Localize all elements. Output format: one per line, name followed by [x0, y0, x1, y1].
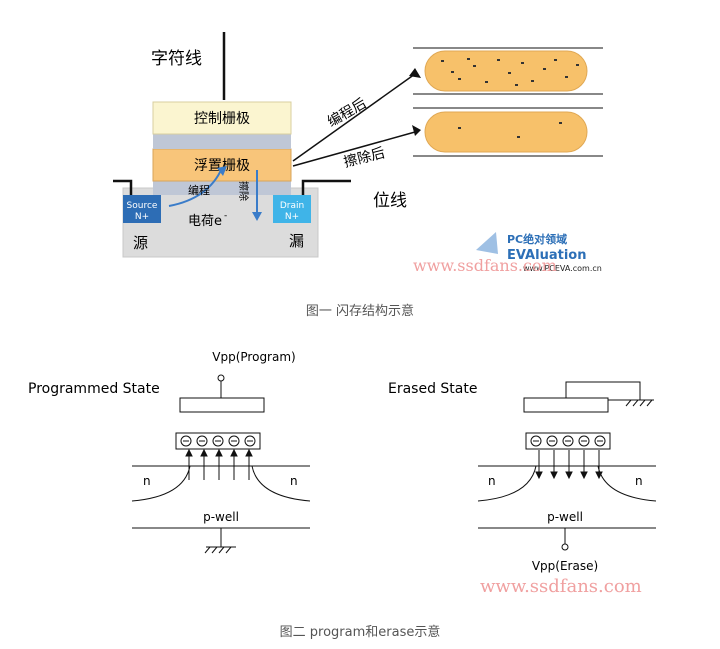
- erased-control-gate: [523, 397, 609, 413]
- vpp-program-terminal: [217, 374, 225, 382]
- pceva-logo: PC绝对领域 EVAluation www.PCEVA.com.cn: [476, 232, 602, 273]
- programmed-electrons: [441, 58, 579, 86]
- programmed-up-arrows: [185, 448, 253, 480]
- floating-gate: [152, 148, 292, 182]
- caption-2: 图二 program和erase示意: [279, 625, 441, 640]
- source-label: Source: [127, 201, 158, 211]
- erased-n-left-junction: [477, 465, 537, 502]
- drain-zh-label: 漏: [289, 232, 304, 250]
- vpp-erase-terminal: [561, 543, 569, 551]
- vpp-program-label: Vpp(Program): [212, 350, 295, 364]
- programmed-ground-icon: [204, 546, 236, 554]
- erase-arrowhead: [252, 212, 262, 221]
- charge-label: 电荷e: [188, 214, 222, 229]
- logo-site: www.PCEVA.com.cn: [523, 264, 602, 273]
- after-program-label: 编程后: [325, 96, 369, 131]
- figure-1-panel: 字符线 浮置栅极 控制栅极 Source N+ Drain N+ 位线 编程 擦…: [85, 18, 620, 275]
- programmed-n-left-junction: [131, 465, 191, 502]
- programmed-control-gate: [179, 397, 265, 413]
- figure-2-panel: Programmed State Vpp(Program) n n p-well…: [18, 334, 686, 597]
- program-erase-diagram: Programmed State Vpp(Program) n n p-well…: [28, 350, 657, 597]
- bit-line: [301, 179, 351, 195]
- tunnel-oxide: [153, 181, 291, 195]
- programmed-n-right: n: [290, 474, 298, 488]
- after-erase-pointer: [292, 131, 416, 167]
- erased-pwell-label: p-well: [547, 510, 583, 524]
- programmed-n-right-junction: [251, 465, 311, 502]
- control-gate: [152, 101, 292, 135]
- watermark-2: www.ssdfans.com: [480, 576, 642, 596]
- programmed-state-title: Programmed State: [28, 381, 160, 397]
- erased-floating-gate-pill: [424, 111, 588, 153]
- after-program-pointer-head: [409, 68, 421, 78]
- program-label: 编程: [188, 183, 210, 197]
- programmed-electrons: [180, 435, 256, 447]
- erased-down-arrows: [535, 450, 603, 480]
- control-gate-label: 控制栅极: [194, 111, 250, 127]
- logo-line2: EVAluation: [507, 248, 586, 263]
- inter-gate-oxide: [153, 134, 291, 149]
- floating-gate-label: 浮置栅极: [194, 158, 250, 174]
- after-program-pointer: [292, 73, 416, 162]
- erased-top-ground-icon: [625, 399, 654, 407]
- programmed-floating-gate-pill: [424, 50, 588, 92]
- erased-n-right: n: [635, 474, 643, 488]
- after-erase-pointer-head: [412, 125, 421, 136]
- source-zh-label: 源: [133, 234, 148, 252]
- erased-control-gate-upper: [565, 381, 641, 401]
- vpp-erase-label: Vpp(Erase): [532, 559, 598, 573]
- bit-line-label: 位线: [373, 191, 407, 211]
- caption-1: 图一 闪存结构示意: [305, 304, 415, 319]
- erased-state-title: Erased State: [388, 381, 477, 397]
- flash-structure-diagram: 字符线 浮置栅极 控制栅极 Source N+ Drain N+ 位线 编程 擦…: [85, 32, 603, 275]
- drain-label: Drain: [280, 201, 304, 211]
- drain-region: [273, 195, 311, 223]
- program-arrow: [168, 167, 223, 207]
- source-region: [123, 195, 161, 223]
- erased-n-right-junction: [597, 465, 657, 502]
- logo-mark-icon: [476, 232, 498, 254]
- erased-electrons: [458, 122, 562, 138]
- erase-label: 擦除: [237, 181, 250, 201]
- source-type-label: N+: [135, 212, 149, 222]
- logo-line1: PC绝对领域: [507, 232, 567, 246]
- erased-electrons: [530, 435, 606, 447]
- word-line-label: 字符线: [151, 49, 202, 69]
- program-arrowhead: [217, 166, 227, 176]
- after-erase-label: 擦除后: [342, 144, 387, 171]
- watermark-1: www.ssdfans.com: [413, 256, 557, 275]
- charge-superscript: -: [224, 211, 227, 221]
- erased-n-left: n: [488, 474, 496, 488]
- programmed-pwell-label: p-well: [203, 510, 239, 524]
- programmed-n-left: n: [143, 474, 151, 488]
- drain-type-label: N+: [285, 212, 299, 222]
